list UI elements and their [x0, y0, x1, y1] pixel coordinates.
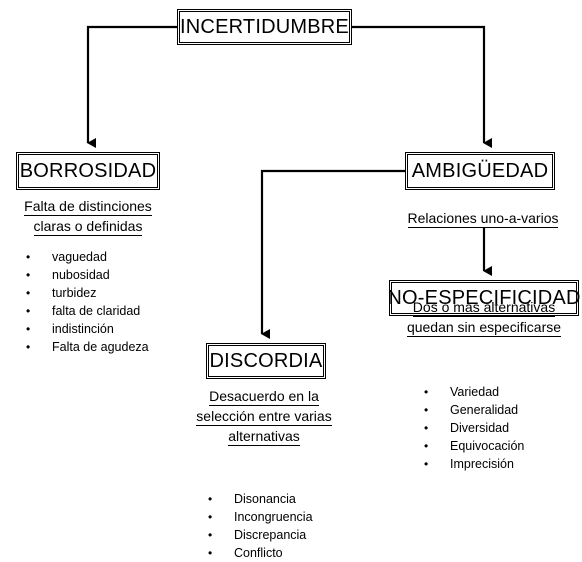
list-item: vaguedad: [26, 248, 149, 266]
caption-discordia-line-2: selección entre varias: [196, 408, 332, 426]
list-item: Incongruencia: [208, 508, 313, 526]
caption-discordia-line-3: alternativas: [228, 428, 300, 446]
node-incertidumbre: INCERTIDUMBRE: [177, 9, 352, 45]
caption-discordia-line-1: Desacuerdo en la: [209, 388, 319, 406]
list-item: turbidez: [26, 284, 149, 302]
list-item: Conflicto: [208, 544, 313, 562]
list-item: Imprecisión: [424, 455, 524, 473]
list-item: falta de claridad: [26, 302, 149, 320]
list-item: Falta de agudeza: [26, 338, 149, 356]
list-item: Diversidad: [424, 419, 524, 437]
node-discordia: DISCORDIA: [206, 343, 326, 379]
caption-borrosidad-line-1: Falta de distinciones: [24, 198, 152, 216]
list-item: Disonancia: [208, 490, 313, 508]
list-item: Variedad: [424, 383, 524, 401]
caption-discordia: Desacuerdo en la selección entre varias …: [176, 386, 352, 446]
list-discordia: Disonancia Incongruencia Discrepancia Co…: [208, 490, 313, 562]
list-item: indistinción: [26, 320, 149, 338]
caption-ambiguedad: Relaciones uno-a-varios: [390, 208, 576, 228]
list-item: Equivocación: [424, 437, 524, 455]
list-no-especificidad: Variedad Generalidad Diversidad Equivoca…: [424, 383, 524, 473]
node-ambiguedad: AMBIGÜEDAD: [405, 152, 555, 190]
caption-ambiguedad-line-1: Relaciones uno-a-varios: [407, 210, 559, 228]
caption-no-especificidad-line-1: Dos o mas alternativas: [412, 299, 556, 317]
list-item: nubosidad: [26, 266, 149, 284]
list-item: Discrepancia: [208, 526, 313, 544]
edge-root-borrosidad: [86, 25, 177, 148]
list-borrosidad: vaguedad nubosidad turbidez falta de cla…: [26, 248, 149, 356]
caption-no-especificidad-bound: Dos o mas alternativas quedan sin especi…: [384, 297, 582, 337]
caption-no-especificidad-line-2: quedan sin especificarse: [406, 319, 562, 337]
caption-borrosidad: Falta de distinciones claras o definidas: [2, 196, 174, 236]
node-borrosidad: BORROSIDAD: [16, 152, 160, 190]
list-item: Generalidad: [424, 401, 524, 419]
edge-root-ambiguedad: [352, 25, 492, 148]
node-no-especificidad: NO-ESPECIFICIDAD: [387, 280, 580, 316]
edge-ambiguedad-discordia: [260, 169, 405, 339]
caption-borrosidad-line-2: claras o definidas: [33, 218, 143, 236]
